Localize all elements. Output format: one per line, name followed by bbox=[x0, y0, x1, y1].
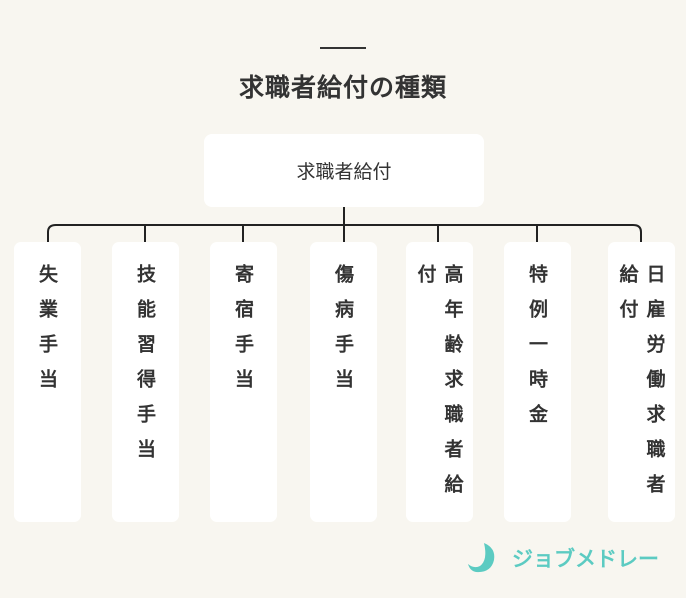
brand-logo: ジョブメドレー bbox=[466, 540, 659, 576]
child-node: 失業手当 bbox=[14, 242, 81, 522]
child-node: 技能習得手当 bbox=[112, 242, 179, 522]
logo-text: ジョブメドレー bbox=[512, 547, 659, 571]
root-node: 求職者給付 bbox=[204, 134, 484, 207]
child-node: 高年齢求職者給付 bbox=[406, 242, 473, 522]
child-node: 寄宿手当 bbox=[210, 242, 277, 522]
title-decoration bbox=[320, 47, 366, 49]
child-node: 日雇労働求職者給付 bbox=[608, 242, 675, 522]
child-node: 傷病手当 bbox=[310, 242, 377, 522]
diagram-title: 求職者給付の種類 bbox=[238, 73, 447, 102]
logo-mark-icon bbox=[468, 543, 495, 573]
child-label: 高年齢求職者給付 bbox=[414, 264, 464, 509]
child-label: 技能習得手当 bbox=[134, 264, 156, 474]
child-label: 傷病手当 bbox=[332, 264, 354, 404]
child-label: 寄宿手当 bbox=[232, 264, 254, 404]
child-node: 特例一時金 bbox=[504, 242, 571, 522]
child-label: 日雇労働求職者給付 bbox=[616, 264, 666, 509]
child-label: 特例一時金 bbox=[526, 264, 548, 439]
child-label: 失業手当 bbox=[36, 264, 58, 404]
